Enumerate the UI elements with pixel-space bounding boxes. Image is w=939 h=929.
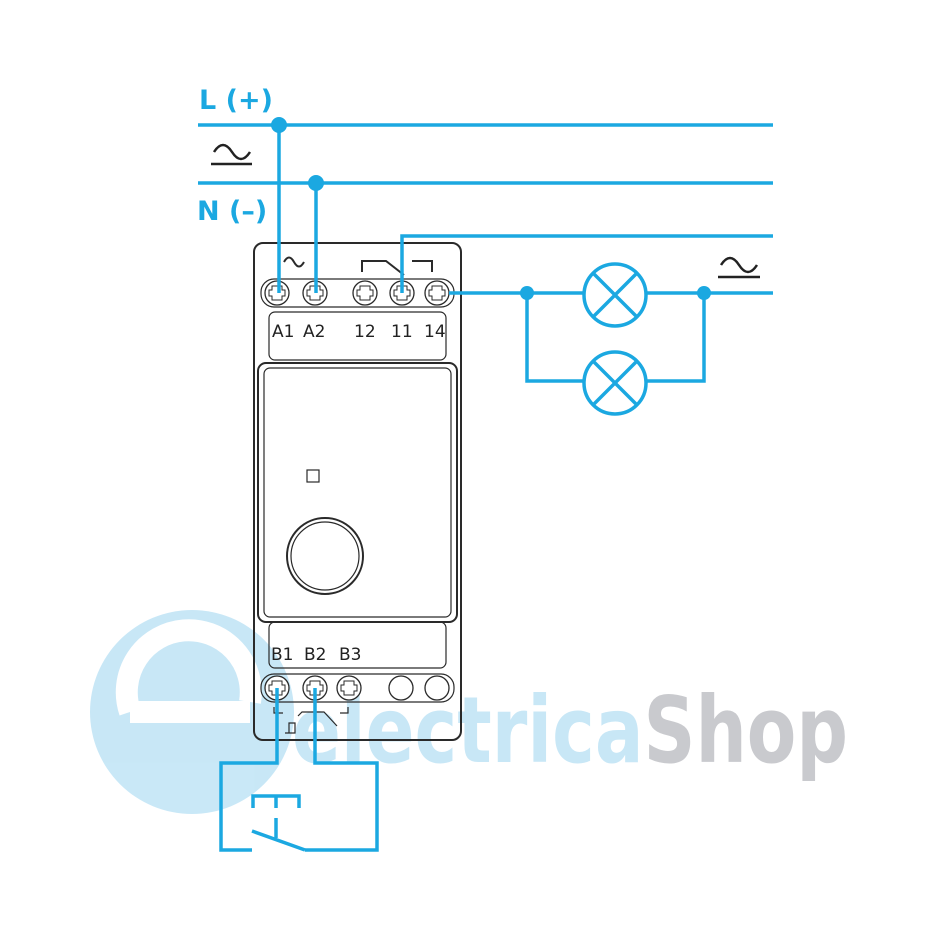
junction-dot: [308, 175, 324, 191]
terminal-label-11: 11: [391, 322, 413, 342]
watermark: electricaShop: [90, 610, 848, 814]
junction-dot: [271, 117, 287, 133]
watermark-text-shop: Shop: [644, 677, 848, 784]
terminal-label-b3: B3: [339, 645, 361, 665]
junction-dot: [697, 286, 711, 300]
supply-symbol-icon: [283, 256, 305, 268]
terminals: [264, 280, 450, 701]
adjust-knob: [286, 517, 364, 595]
lamp-parallel-wire: [525, 293, 706, 383]
terminal-label-12: 12: [354, 322, 376, 342]
terminal-label-b1: B1: [271, 645, 293, 665]
wires: [198, 117, 773, 852]
terminal-label-14: 14: [424, 322, 446, 342]
contact-symbol-icon: [361, 260, 433, 276]
terminal-label-a2: A2: [303, 322, 325, 342]
neutral-label: N (–): [197, 196, 267, 227]
terminal-label-a1: A1: [272, 322, 294, 342]
terminal-label-b2: B2: [304, 645, 326, 665]
lamp-icon: [582, 262, 648, 328]
ac-symbol-icon: [211, 143, 252, 166]
lamp-icon: [582, 350, 648, 416]
watermark-text: electricaShop: [292, 677, 848, 784]
junction-dot: [520, 286, 534, 300]
led-indicator: [306, 469, 320, 483]
b1-wire: [219, 688, 279, 852]
load-ac-symbol-icon: [718, 256, 760, 279]
line-label: L (+): [199, 85, 273, 116]
push-button-icon: [251, 794, 301, 838]
b2-wire: [305, 688, 379, 852]
switch-contact: [251, 829, 306, 852]
terminal-11-wire: [400, 234, 773, 293]
input-symbol-icon: [273, 707, 349, 734]
relay-device: A1 A2 12 11 14 B1 B2 B3: [253, 242, 462, 741]
